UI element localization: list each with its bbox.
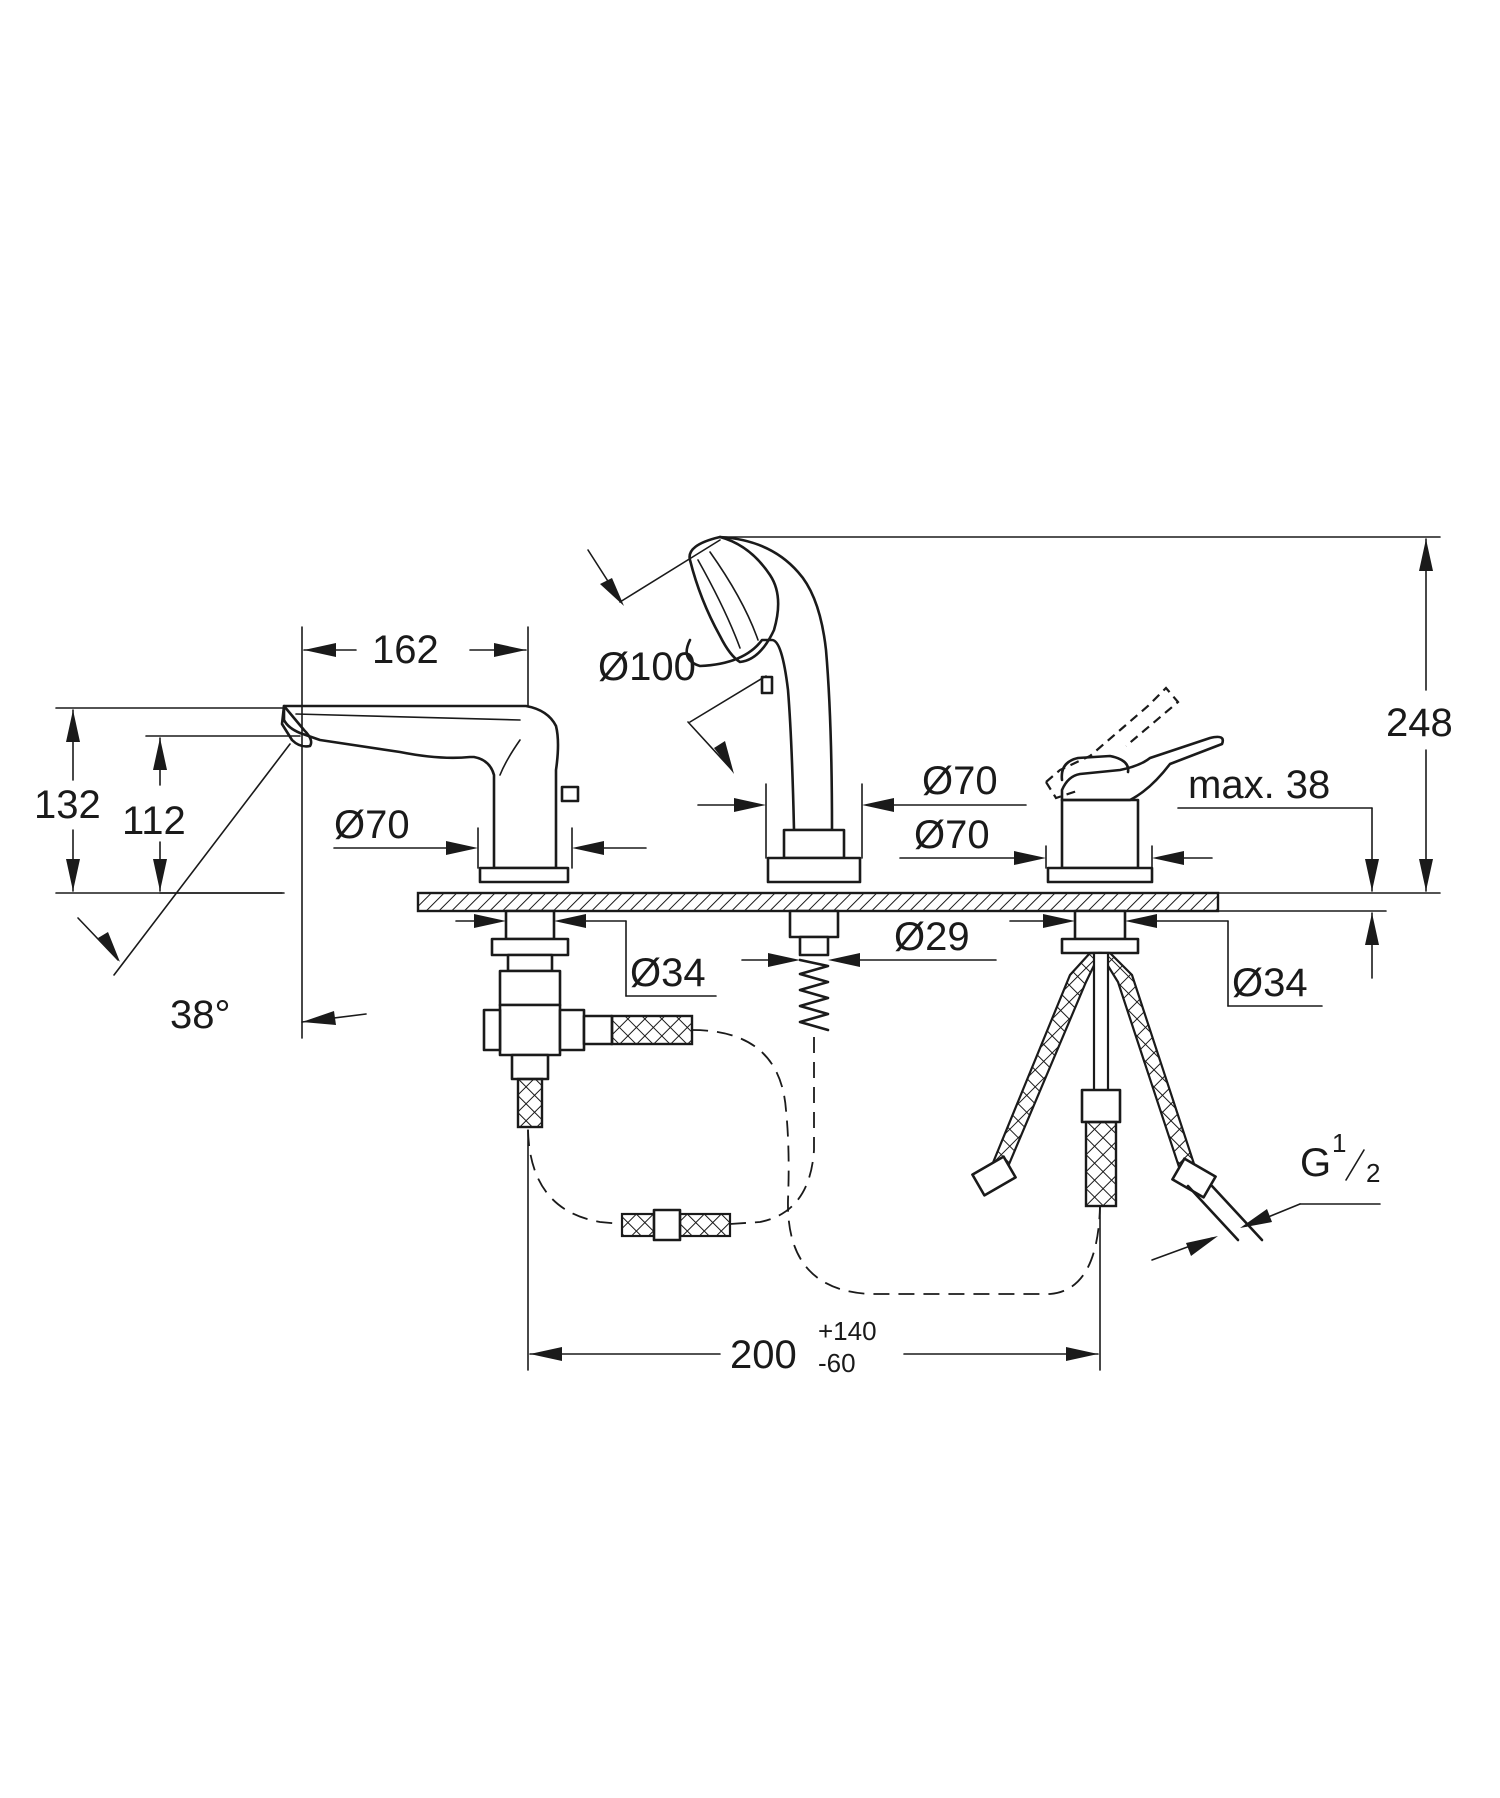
dim-thread-numerator: 1 bbox=[1332, 1128, 1346, 1158]
mixer-hoses bbox=[971, 909, 1264, 1242]
dim-38-angle: 38° bbox=[170, 993, 231, 1037]
bath-spout bbox=[280, 704, 580, 884]
mixer-valve bbox=[1045, 686, 1225, 884]
dim-132: 132 bbox=[34, 783, 101, 827]
shower-hose bbox=[527, 1029, 1101, 1295]
dim-thread-g: G bbox=[1300, 1141, 1331, 1185]
shower-holder-mount bbox=[788, 909, 840, 1032]
dim-tolerance-plus: +140 bbox=[818, 1316, 877, 1346]
dim-dia-70-mixer: Ø70 bbox=[914, 813, 990, 857]
dim-200: 200 bbox=[730, 1333, 797, 1377]
dim-thread-denominator: 2 bbox=[1366, 1158, 1380, 1188]
dim-dia-70-spout: Ø70 bbox=[334, 803, 410, 847]
dim-tolerance-minus: -60 bbox=[818, 1348, 856, 1378]
dim-162: 162 bbox=[372, 628, 439, 672]
hand-shower bbox=[685, 535, 862, 884]
dim-dia-70-shower: Ø70 bbox=[922, 759, 998, 803]
dim-248: 248 bbox=[1386, 701, 1453, 745]
deck-plate bbox=[416, 891, 1220, 913]
dimension-lines bbox=[55, 536, 1441, 1371]
dim-max-38: max. 38 bbox=[1188, 763, 1330, 807]
diverter-assembly bbox=[482, 909, 694, 1129]
dim-dia-100: Ø100 bbox=[598, 645, 696, 689]
dim-112: 112 bbox=[122, 799, 186, 843]
dim-dia-29: Ø29 bbox=[894, 915, 970, 959]
dim-dia-34-right: Ø34 bbox=[1232, 961, 1308, 1005]
dim-dia-34-left: Ø34 bbox=[630, 951, 706, 995]
dimension-labels: 162 132 112 38° Ø70 Ø100 Ø70 Ø70 max. 38… bbox=[34, 628, 1453, 1378]
